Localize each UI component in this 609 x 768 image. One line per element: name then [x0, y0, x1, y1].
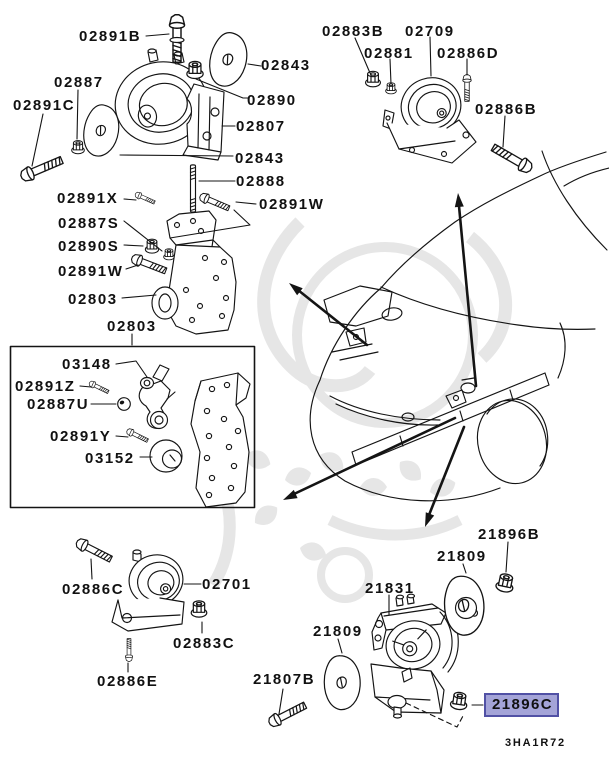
part-label-02883B[interactable]: 02883B [322, 23, 385, 40]
bolt-02891W-left-icon [129, 252, 169, 277]
nut-02883C-icon [190, 600, 208, 618]
part-label-02888[interactable]: 02888 [236, 173, 286, 190]
part-label-02807[interactable]: 02807 [236, 118, 286, 135]
bolt-02891X-icon [133, 190, 157, 206]
part-label-02843-mid[interactable]: 02843 [235, 150, 285, 167]
stud-02888-icon [189, 164, 197, 213]
drawing-code: 3HA1R72 [505, 737, 566, 749]
part-label-02887S[interactable]: 02887S [58, 215, 120, 232]
washer-02887U-icon [117, 397, 131, 411]
part-label-02886C[interactable]: 02886C [62, 581, 125, 598]
nut-02883B-icon [365, 70, 381, 88]
part-label-02891Z[interactable]: 02891Z [15, 378, 76, 395]
bolt-02891B-icon [168, 14, 186, 63]
gasket-21809-left-icon [321, 653, 363, 712]
part-label-02887[interactable]: 02887 [54, 74, 104, 91]
part-label-03152[interactable]: 03152 [85, 450, 135, 467]
part-03148-bracket [138, 364, 176, 430]
part-label-03148[interactable]: 03148 [62, 356, 112, 373]
part-02701-mount [111, 549, 185, 632]
part-label-02890S[interactable]: 02890S [58, 238, 120, 255]
bolt-21807B-icon [266, 698, 309, 730]
nut-21896B-icon [494, 571, 517, 595]
part-02807-mount [114, 48, 225, 161]
group-box [9, 345, 256, 509]
part-label-02886B[interactable]: 02886B [475, 101, 538, 118]
part-label-21896C-highlighted[interactable]: 21896C [484, 693, 559, 717]
part-label-02891W-right[interactable]: 02891W [259, 196, 325, 213]
nut-02887S-icon [163, 248, 175, 261]
car-front-illustration [309, 150, 609, 502]
bolt-02891C-icon [18, 152, 66, 185]
part-label-21809-right[interactable]: 21809 [437, 548, 487, 565]
part-label-02891B[interactable]: 02891B [79, 28, 142, 45]
bolt-02886E-icon [125, 638, 133, 662]
part-label-02886D[interactable]: 02886D [437, 45, 500, 62]
assembly-axis-dashed-line [405, 702, 464, 728]
part-label-02891W-left[interactable]: 02891W [58, 263, 124, 280]
bolt-02891W-right-icon [197, 191, 232, 214]
nut-02890-icon [186, 60, 204, 80]
part-label-02891X[interactable]: 02891X [57, 190, 119, 207]
part-label-02883C[interactable]: 02883C [173, 635, 236, 652]
part-label-02890[interactable]: 02890 [247, 92, 297, 109]
gasket-02843-top-icon [205, 29, 252, 90]
part-label-02891C[interactable]: 02891C [13, 97, 76, 114]
bolt-02886D-icon [462, 74, 472, 102]
part-label-02886E[interactable]: 02886E [97, 673, 159, 690]
nut-21896C-icon [449, 690, 470, 712]
part-label-02803-box[interactable]: 02803 [107, 318, 157, 335]
part-02709-mount [382, 77, 477, 164]
gasket-21809-right-icon [440, 573, 488, 638]
bolt-02891Y-icon [125, 427, 150, 445]
part-label-02891Y[interactable]: 02891Y [50, 428, 112, 445]
part-label-02887U[interactable]: 02887U [27, 396, 90, 413]
part-label-21896B[interactable]: 21896B [478, 526, 541, 543]
nut-02887-icon [71, 140, 85, 155]
leader-lines [31, 33, 509, 715]
watermark [207, 217, 513, 603]
locator-arrows [283, 193, 478, 527]
watermark-leaves [245, 450, 456, 561]
bolt-02886B-icon [489, 140, 536, 176]
part-bracket-in-box [190, 372, 251, 508]
bushing-03152-icon [149, 439, 183, 473]
part-label-21831[interactable]: 21831 [365, 580, 415, 597]
part-label-02701[interactable]: 02701 [202, 576, 252, 593]
part-label-02803[interactable]: 02803 [68, 291, 118, 308]
part-21831-mount [370, 593, 459, 719]
part-label-21809-left[interactable]: 21809 [313, 623, 363, 640]
part-label-02843-top[interactable]: 02843 [261, 57, 311, 74]
bolt-02886C-icon [73, 535, 115, 566]
part-label-02709[interactable]: 02709 [405, 23, 455, 40]
part-label-21807B[interactable]: 21807B [253, 671, 316, 688]
part-label-02881[interactable]: 02881 [364, 45, 414, 62]
